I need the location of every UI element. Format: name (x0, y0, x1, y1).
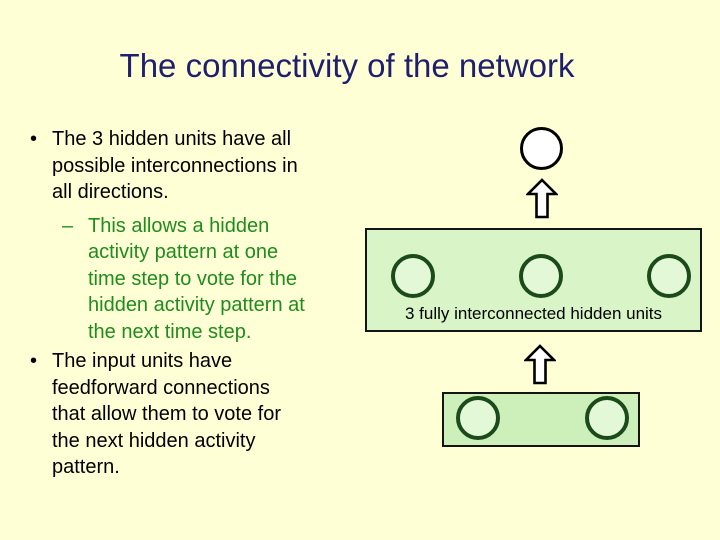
hidden-unit-circle (647, 254, 691, 298)
text-line: time step to vote for the (88, 267, 297, 290)
dash-marker: – (62, 214, 74, 237)
text-line: the next time step. (88, 320, 252, 343)
hidden-units-label: 3 fully interconnected hidden units (404, 304, 663, 323)
hidden-units-box: 3 fully interconnected hidden units (365, 228, 702, 332)
bullet-lines: The input units have feedforward connect… (52, 348, 281, 481)
text-line: pattern. (52, 456, 120, 478)
sub-bullet-lines: This allows a hidden activity pattern at… (88, 213, 305, 346)
bullet-marker: • (30, 350, 38, 372)
text-line: possible interconnections in (52, 154, 298, 177)
bullet-item-1: • The 3 hidden units have all possible i… (30, 126, 386, 206)
text-line: activity pattern at one (88, 241, 279, 263)
hidden-unit-circle (391, 254, 435, 298)
text-line: all directions. (52, 181, 169, 203)
text-line: hidden activity pattern at (88, 294, 305, 316)
input-units-box (442, 392, 640, 447)
output-unit-circle (520, 127, 563, 170)
text-line: The input units have (52, 350, 233, 372)
bullet-marker: • (30, 128, 38, 150)
text-line: that allow them to vote for (52, 403, 282, 425)
text-line: This allows a hidden (88, 214, 270, 237)
input-unit-circle (456, 396, 500, 440)
sub-bullet-item: – This allows a hidden activity pattern … (30, 213, 386, 346)
text-line: the next hidden activity (52, 429, 256, 452)
input-unit-circle (585, 396, 629, 440)
bullet-item-2: • The input units have feedforward conne… (30, 348, 386, 481)
up-arrow-icon (526, 178, 558, 219)
body-text: • The 3 hidden units have all possible i… (30, 126, 386, 481)
bullet-lines: The 3 hidden units have all possible int… (52, 126, 298, 206)
text-line: The 3 hidden units have all (52, 128, 292, 150)
slide-title: The connectivity of the network (119, 47, 575, 84)
up-arrow-icon (524, 344, 556, 385)
hidden-unit-circle (519, 254, 563, 298)
text-line: feedforward connections (52, 376, 270, 399)
